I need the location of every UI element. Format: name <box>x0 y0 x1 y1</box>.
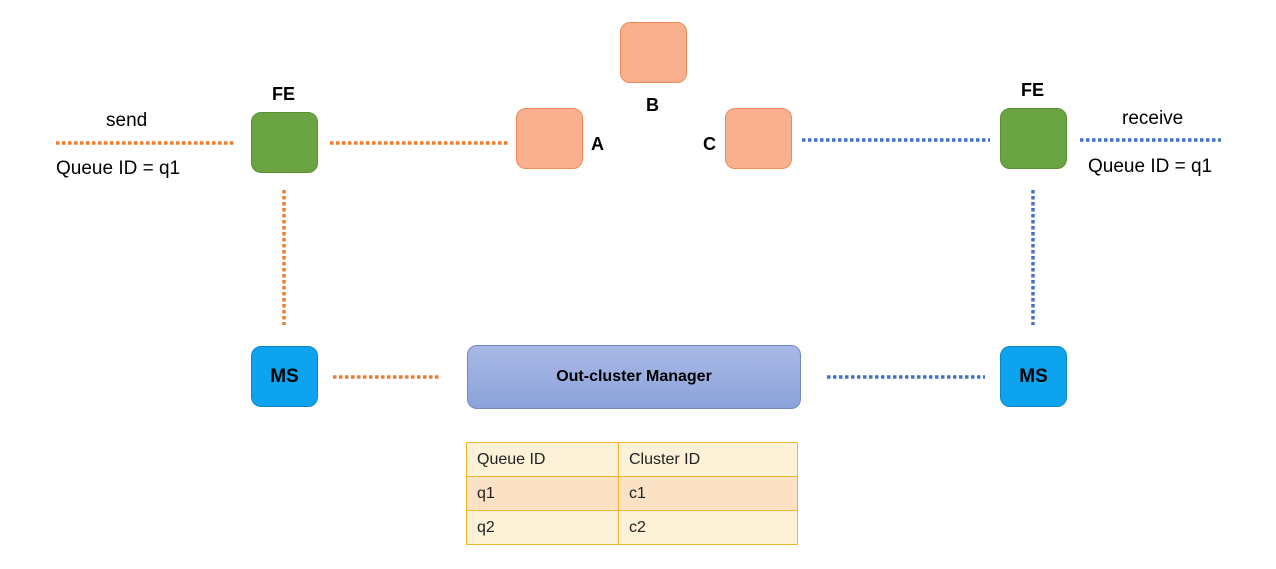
node-a-label: A <box>591 134 604 154</box>
left-ms-node[interactable]: MS <box>251 346 318 407</box>
table-cell: q2 <box>466 510 619 545</box>
node-b-label: B <box>646 95 659 115</box>
node-b[interactable] <box>620 22 687 83</box>
node-a[interactable] <box>516 108 583 169</box>
table-header-cell: Cluster ID <box>618 442 798 477</box>
left-fe-node[interactable] <box>251 112 318 173</box>
table-cell: q1 <box>466 476 619 511</box>
right-queue-id-label: Queue ID = q1 <box>1088 156 1213 177</box>
node-c-label: C <box>703 134 716 154</box>
node-c[interactable] <box>725 108 792 169</box>
queue-cluster-table: Queue ID Cluster ID q1 c1 q2 c2 <box>466 442 798 545</box>
right-fe-node[interactable] <box>1000 108 1067 169</box>
table-row: q2 c2 <box>466 510 798 545</box>
right-ms-node[interactable]: MS <box>1000 346 1067 407</box>
send-label: send <box>106 110 148 131</box>
left-queue-id-label: Queue ID = q1 <box>56 158 181 179</box>
table-header-cell: Queue ID <box>466 442 619 477</box>
table-row: q1 c1 <box>466 476 798 511</box>
receive-label: receive <box>1122 108 1184 129</box>
out-cluster-manager[interactable]: Out-cluster Manager <box>467 345 801 409</box>
table-cell: c1 <box>618 476 798 511</box>
table-header-row: Queue ID Cluster ID <box>466 442 798 477</box>
table-cell: c2 <box>618 510 798 545</box>
right-fe-label: FE <box>1021 80 1045 100</box>
left-fe-label: FE <box>272 84 296 104</box>
